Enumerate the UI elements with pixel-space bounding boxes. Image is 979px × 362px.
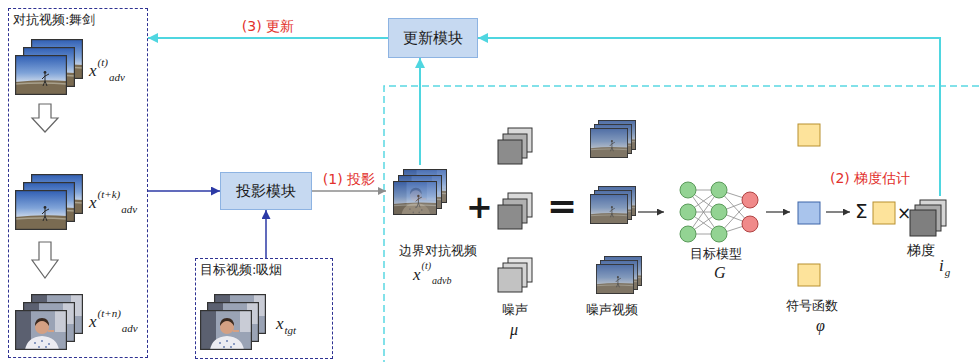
operator-symbol: +	[466, 188, 493, 226]
boundary-video-stack	[393, 169, 447, 215]
video-node: 边界对抗视频 x(t)advb	[386, 165, 490, 297]
output-square	[873, 202, 895, 224]
math-symbol: μ	[510, 320, 518, 339]
process-box: 更新模块	[388, 18, 478, 58]
module-name: 更新模块	[403, 29, 463, 47]
neural-network	[742, 192, 758, 232]
operator-symbol: =	[547, 184, 577, 227]
neural-network	[680, 204, 696, 220]
noise-stack	[498, 205, 522, 229]
math-subscript: g	[945, 266, 951, 279]
noisy-video-stack	[596, 264, 634, 294]
adversarial-video-stack	[15, 174, 83, 230]
math-subscript: adv	[121, 203, 137, 216]
neural-network	[711, 182, 727, 198]
caption-label: 噪声视频	[586, 302, 638, 318]
output-square	[798, 264, 820, 286]
math-subscript: adv	[122, 322, 138, 335]
flow-arrow	[148, 37, 388, 39]
output-square	[798, 124, 895, 286]
module-name: 投影模块	[236, 182, 296, 200]
flow-arrow	[312, 190, 386, 192]
math-symbol: x	[89, 61, 97, 81]
flow-arrow	[766, 211, 790, 212]
flow-arrow	[265, 210, 267, 258]
estimation-region	[384, 86, 979, 362]
group-box: 目标视频:吸烟 xtgt	[195, 258, 333, 359]
gradient-node: 梯度ig	[905, 196, 962, 284]
output-square	[798, 202, 820, 224]
video-caption: 边界对抗视频	[399, 243, 477, 259]
gradient-stack	[910, 210, 936, 236]
adversarial-video-stack	[15, 310, 67, 350]
flow-arrow	[826, 211, 850, 212]
adversarial-video-stack	[15, 190, 67, 230]
math-superscript: (t+k)	[98, 188, 121, 201]
noise-stack	[498, 128, 532, 292]
noisy-video-stack	[590, 128, 628, 158]
target-video-stack	[200, 310, 252, 350]
math-symbol: x	[276, 314, 284, 334]
math-subscript: tgt	[285, 324, 297, 337]
gradient-caption: 梯度	[907, 242, 935, 259]
boundary-video-stack	[393, 181, 437, 215]
adversarial-video-stack	[15, 39, 83, 95]
math-superscript: (t)	[98, 56, 108, 69]
neural-network	[711, 226, 727, 242]
math-symbol: G	[714, 263, 726, 282]
neural-network	[680, 182, 727, 242]
noisy-video-stack	[590, 194, 628, 224]
noisy-video-stack	[590, 120, 642, 294]
math-symbol: i	[939, 256, 944, 276]
math-symbol: x	[89, 312, 97, 332]
neural-network	[680, 226, 696, 242]
math-subscript: advb	[432, 275, 451, 287]
math-symbol: φ	[816, 316, 825, 335]
neural-network	[742, 216, 758, 232]
step-label: (2) 梯度估计	[830, 170, 910, 187]
step-label: (3) 更新	[240, 18, 296, 35]
flow-arrow	[419, 58, 421, 165]
gradient-stack	[910, 200, 946, 236]
math-superscript: (t+n)	[98, 307, 121, 320]
step-label: (1) 投影	[321, 171, 377, 188]
adversarial-video-stack	[15, 55, 67, 95]
down-arrow	[32, 242, 58, 278]
process-box: 投影模块	[220, 172, 312, 210]
group-box: 对抗视频:舞剑x(t)advx(t+k)advx(t+n)adv	[8, 8, 148, 358]
caption-label: 目标模型	[690, 246, 742, 262]
neural-network	[711, 204, 727, 220]
caption-label: 噪声	[502, 302, 528, 318]
neural-network	[742, 192, 758, 208]
math-superscript: (t)	[422, 260, 431, 272]
group-title: 目标视频:吸烟	[200, 262, 282, 278]
flow-arrow	[638, 211, 664, 212]
neural-network	[680, 182, 758, 242]
down-arrow	[32, 104, 58, 132]
math-symbol: x	[413, 265, 421, 285]
operator-symbol: Σ	[855, 199, 868, 223]
math-symbol: x	[89, 193, 97, 213]
target-video-stack	[200, 294, 266, 350]
noise-stack	[498, 140, 522, 164]
adversarial-video-stack	[15, 294, 83, 350]
neural-network	[680, 182, 696, 198]
math-subscript: adv	[109, 71, 125, 84]
caption-label: 符号函数	[786, 298, 838, 314]
flow-arrow	[148, 190, 220, 192]
operator-symbol: ×	[897, 203, 911, 223]
flow-arrow	[478, 38, 940, 196]
noise-stack	[498, 268, 522, 292]
group-title: 对抗视频:舞剑	[13, 12, 95, 28]
output-square	[798, 124, 820, 146]
